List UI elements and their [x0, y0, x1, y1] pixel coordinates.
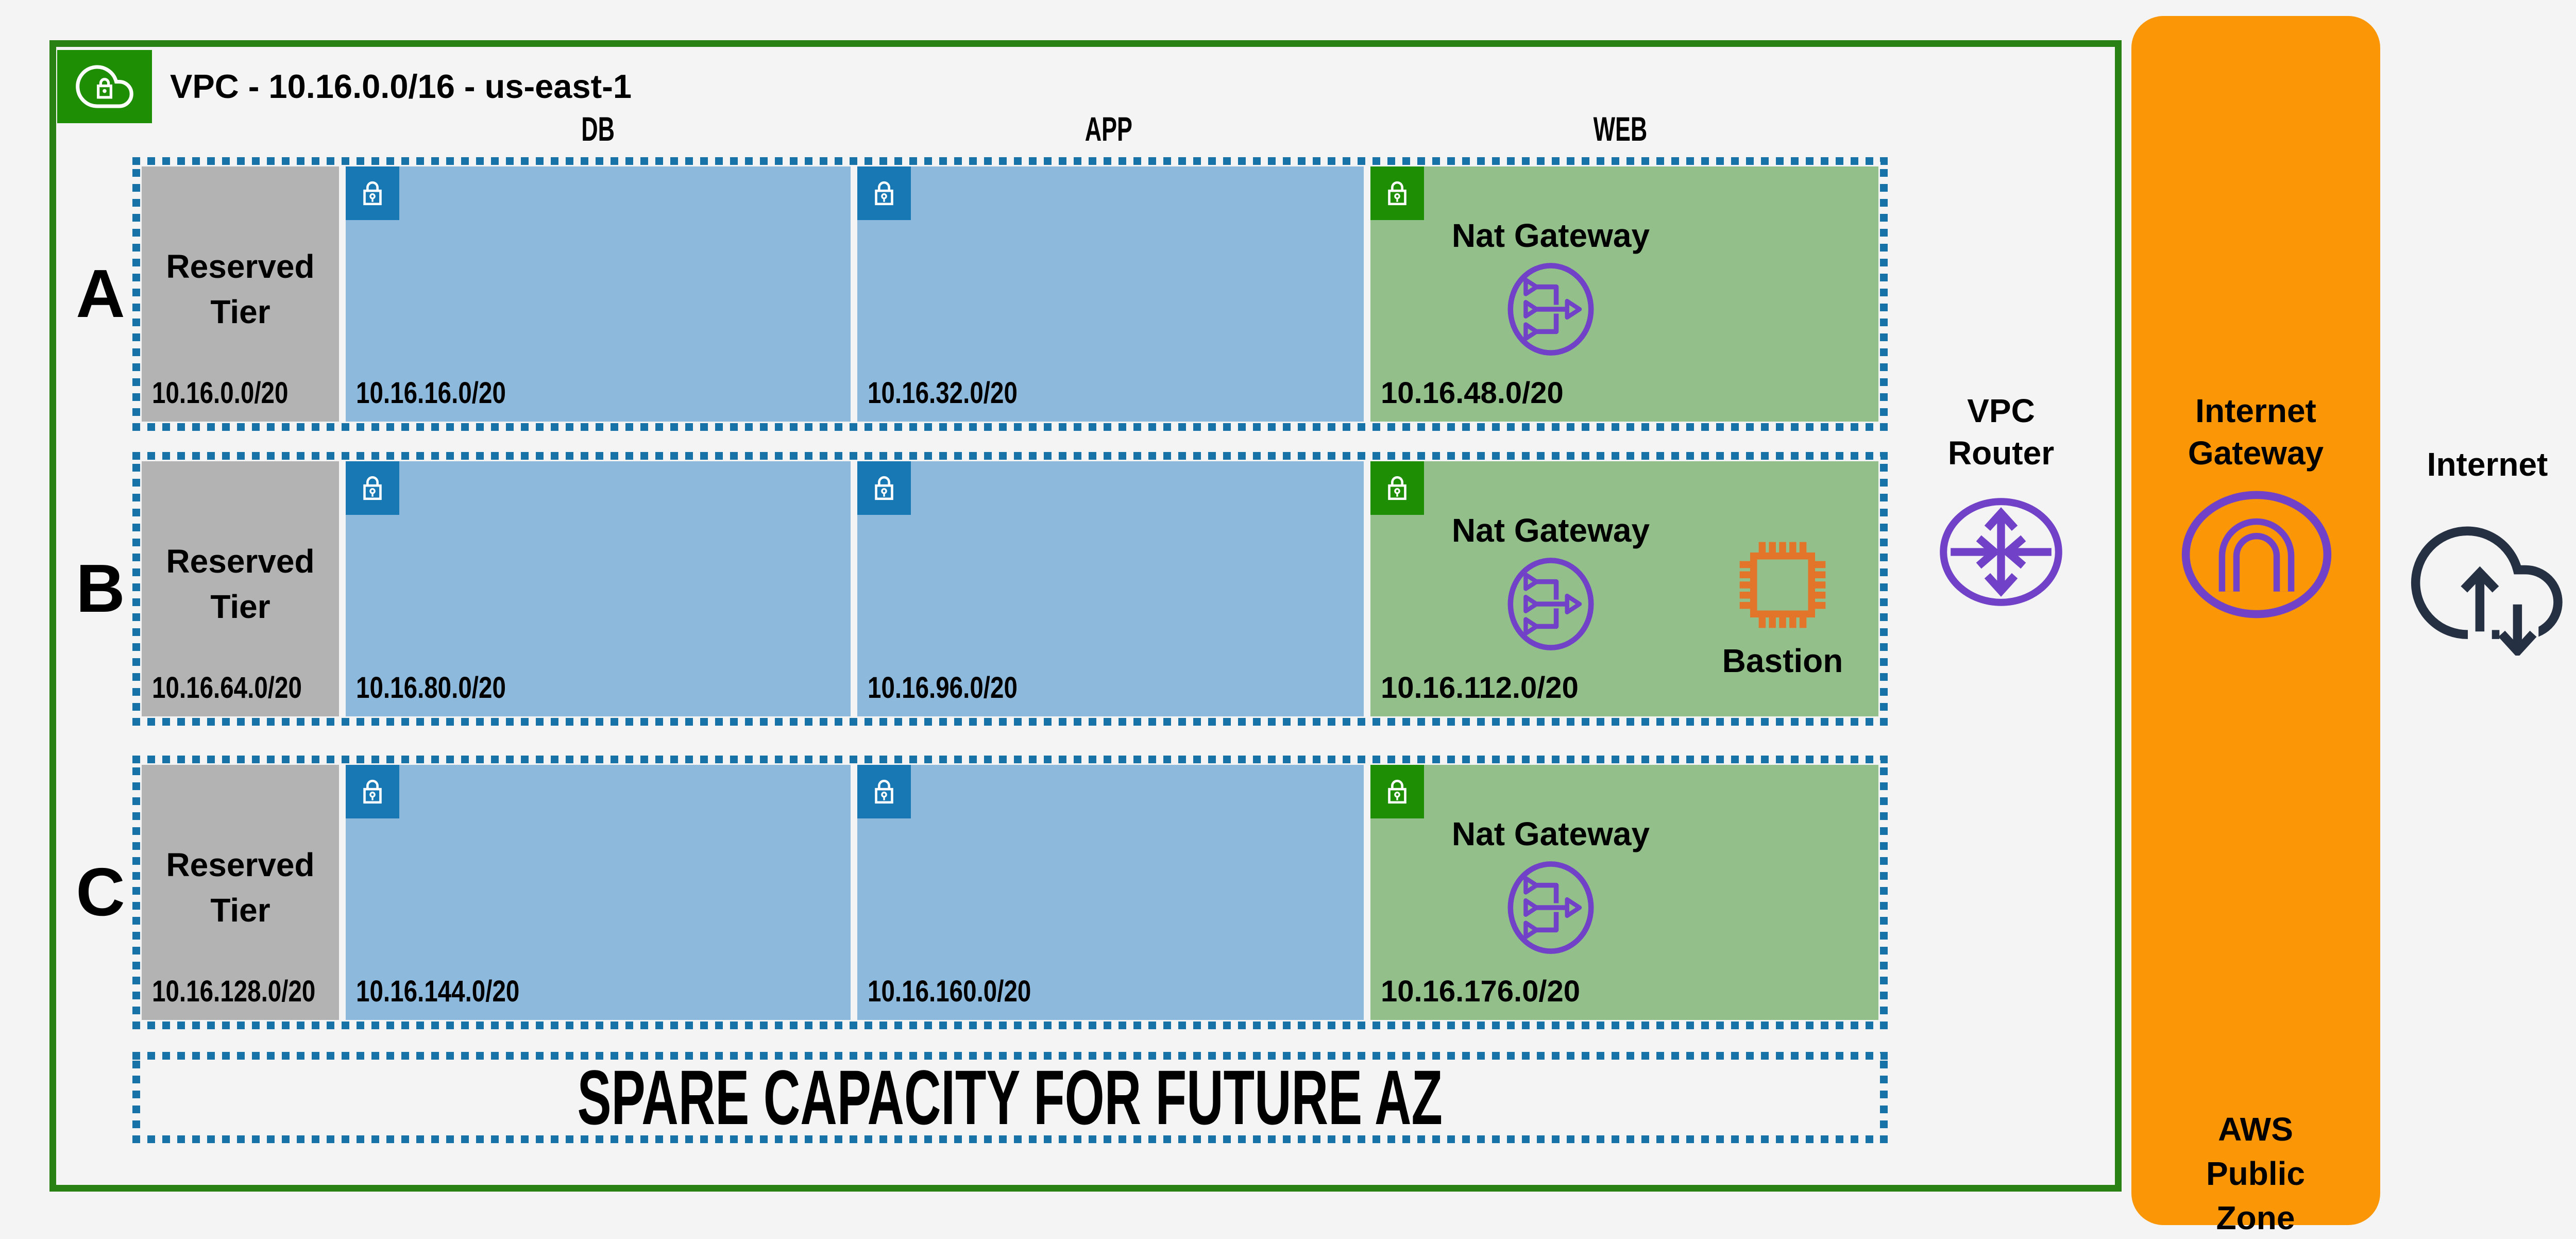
reserved-tier-label: Reserved Tier: [166, 846, 315, 929]
cidr-label: 10.16.80.0/20: [356, 671, 506, 705]
cidr-label: 10.16.144.0/20: [356, 975, 520, 1008]
app-subnet-a: 10.16.32.0/20: [857, 166, 1364, 422]
az-row-a: Reserved Tier 10.16.0.0/20 10.16.16.0/20…: [132, 157, 1888, 431]
nat-gateway-group: Nat Gateway: [1370, 461, 1731, 655]
ec2-chip-icon: [1739, 542, 1826, 628]
az-row-c: Reserved Tier 10.16.128.0/20 10.16.144.0…: [132, 756, 1888, 1029]
public-subnet-badge: [1370, 166, 1424, 220]
web-subnet-a: Nat Gateway 10.16.48.0/20: [1370, 166, 1878, 422]
bastion-label: Bastion: [1722, 642, 1843, 679]
nat-gateway-group: Nat Gateway: [1370, 166, 1731, 360]
aws-public-zone-panel: [2131, 16, 2380, 1225]
cidr-label: 10.16.128.0/20: [152, 975, 316, 1008]
public-subnet-badge: [1370, 461, 1424, 515]
internet-cloud-icon: [2411, 526, 2563, 656]
vpc-title: VPC - 10.16.0.0/16 - us-east-1: [170, 68, 632, 105]
nat-gateway-icon: [1505, 556, 1597, 652]
az-label-a: A: [76, 256, 125, 331]
private-subnet-badge: [346, 166, 399, 220]
private-subnet-badge: [857, 166, 911, 220]
reserved-tier-label: Reserved Tier: [166, 543, 315, 625]
reserved-subnet-a: Reserved Tier 10.16.0.0/20: [142, 166, 339, 422]
column-header-web: WEB: [1593, 110, 1648, 148]
private-subnet-badge: [857, 461, 911, 515]
reserved-subnet-b: Reserved Tier 10.16.64.0/20: [142, 461, 339, 716]
spare-capacity-box: SPARE CAPACITY FOR FUTURE AZ: [132, 1052, 1888, 1143]
db-subnet-b: 10.16.80.0/20: [346, 461, 851, 716]
cidr-label: 10.16.112.0/20: [1381, 671, 1579, 705]
lock-icon: [869, 472, 899, 505]
lock-icon: [869, 775, 899, 808]
aws-public-zone-label: AWS Public Zone: [2206, 1111, 2306, 1236]
nat-gateway-group: Nat Gateway: [1370, 765, 1731, 958]
cidr-label: 10.16.176.0/20: [1381, 975, 1581, 1008]
cidr-label: 10.16.32.0/20: [868, 376, 1018, 410]
web-subnet-c: Nat Gateway 10.16.176.0/20: [1370, 765, 1878, 1020]
app-subnet-c: 10.16.160.0/20: [857, 765, 1364, 1020]
vpc-router-label: VPC Router: [1947, 392, 2055, 472]
lock-icon: [358, 177, 387, 210]
internet-label: Internet: [2427, 446, 2548, 483]
lock-icon: [358, 775, 387, 808]
az-label-b: B: [76, 550, 125, 626]
nat-gateway-icon: [1505, 860, 1597, 956]
private-subnet-badge: [346, 461, 399, 515]
web-subnet-b: Nat Gateway Bastion 10.16.112.0/20: [1370, 461, 1878, 716]
cloud-lock-icon: [76, 65, 133, 108]
vpc-cloud-lock-icon: [57, 50, 152, 123]
column-header-db: DB: [581, 110, 615, 148]
az-row-b: Reserved Tier 10.16.64.0/20 10.16.80.0/2…: [132, 452, 1888, 726]
spare-capacity-label: SPARE CAPACITY FOR FUTURE AZ: [577, 1054, 1443, 1141]
vpc-boundary: [49, 40, 2122, 1192]
bastion-group: Bastion: [1705, 533, 1860, 679]
private-subnet-badge: [857, 765, 911, 818]
cidr-label: 10.16.48.0/20: [1381, 376, 1564, 410]
cidr-label: 10.16.160.0/20: [868, 975, 1031, 1008]
nat-gateway-label: Nat Gateway: [1451, 217, 1650, 254]
column-header-app: APP: [1084, 110, 1133, 148]
nat-gateway-icon: [1505, 261, 1597, 357]
lock-icon: [869, 177, 899, 210]
internet-gateway-icon: [2181, 491, 2332, 618]
cidr-label: 10.16.64.0/20: [152, 671, 302, 705]
cidr-label: 10.16.96.0/20: [868, 671, 1018, 705]
nat-gateway-label: Nat Gateway: [1451, 512, 1650, 549]
cidr-label: 10.16.0.0/20: [152, 376, 289, 410]
cidr-label: 10.16.16.0/20: [356, 376, 506, 410]
db-subnet-c: 10.16.144.0/20: [346, 765, 851, 1020]
nat-gateway-label: Nat Gateway: [1451, 815, 1650, 852]
db-subnet-a: 10.16.16.0/20: [346, 166, 851, 422]
reserved-subnet-c: Reserved Tier 10.16.128.0/20: [142, 765, 339, 1020]
reserved-tier-label: Reserved Tier: [166, 248, 315, 330]
lock-icon: [358, 472, 387, 505]
private-subnet-badge: [346, 765, 399, 818]
internet-gateway-label: Internet Gateway: [2188, 392, 2324, 472]
vpc-router-icon: [1940, 498, 2062, 606]
public-subnet-badge: [1370, 765, 1424, 818]
app-subnet-b: 10.16.96.0/20: [857, 461, 1364, 716]
az-label-c: C: [76, 854, 125, 930]
